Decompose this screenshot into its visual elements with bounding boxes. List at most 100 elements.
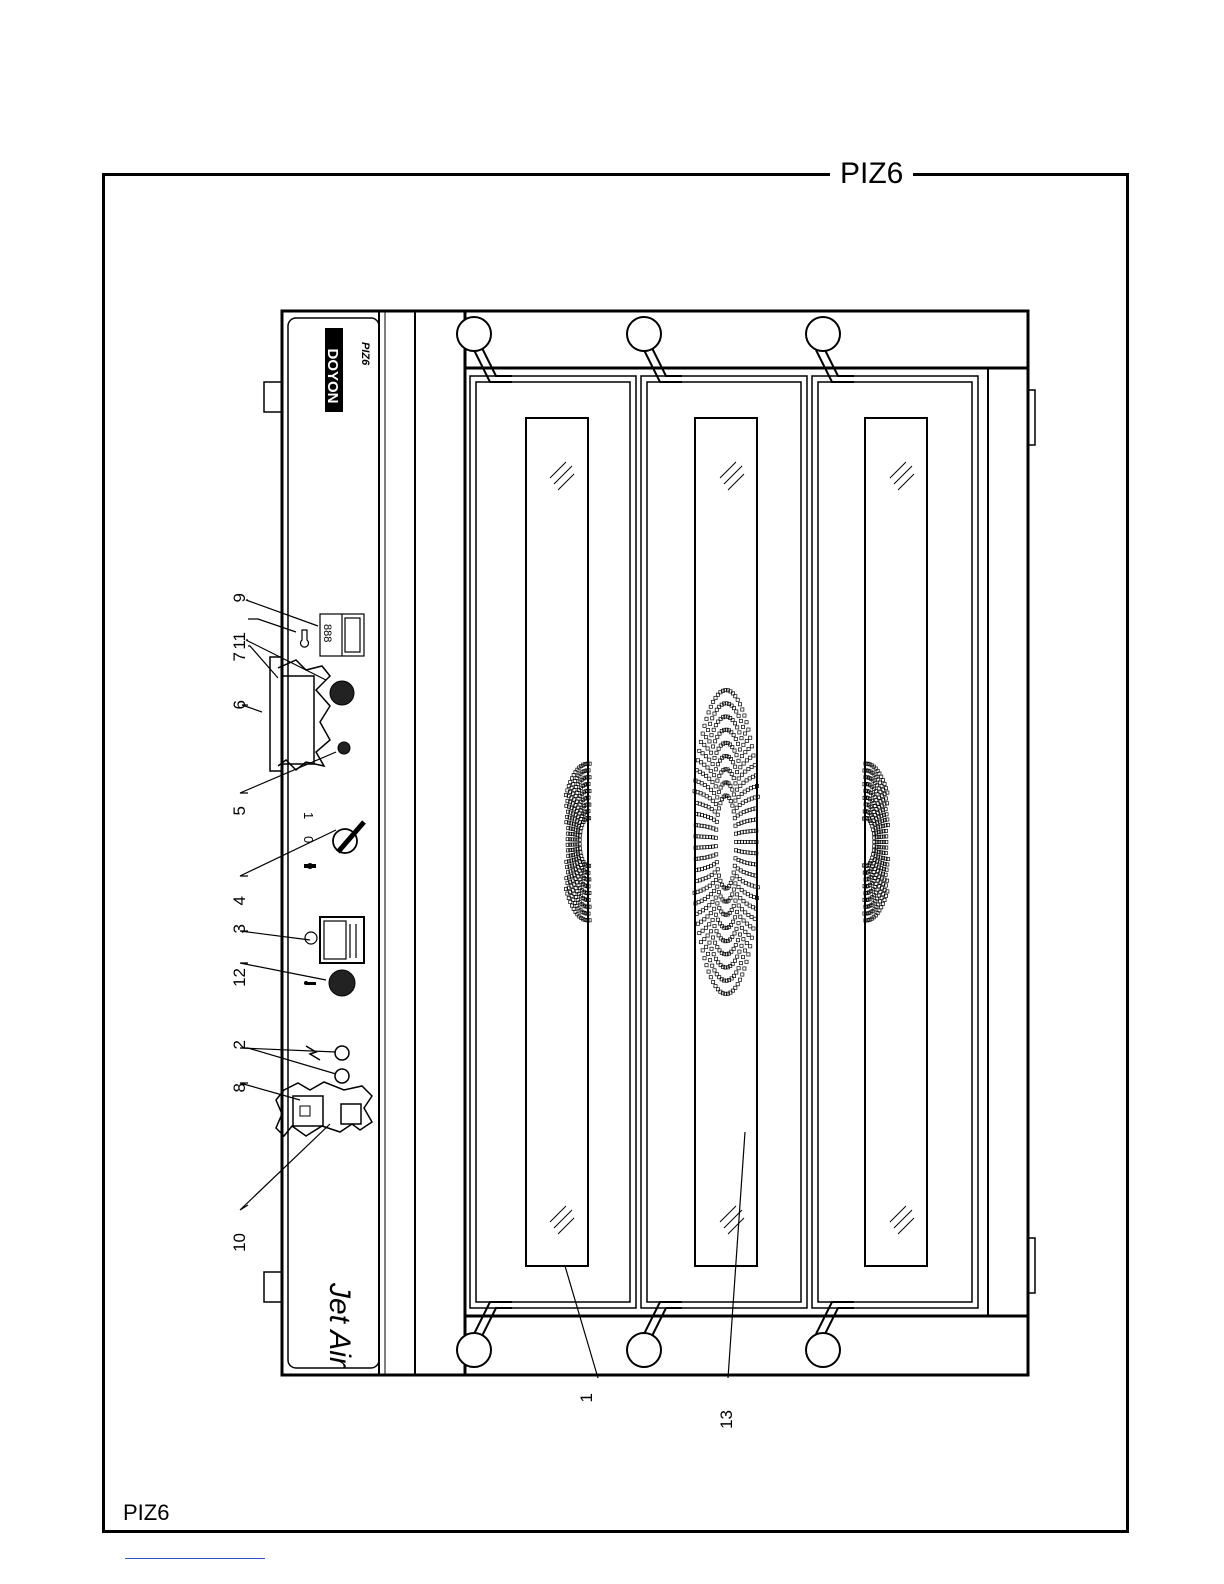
grille-hole <box>745 960 748 963</box>
grille-hole <box>745 779 748 782</box>
grille-hole <box>714 724 717 727</box>
grille-hole <box>711 762 714 765</box>
thermostat-dial-icon <box>329 970 355 996</box>
controller-digits: 888 <box>321 624 333 642</box>
callout-leaders <box>240 600 745 1378</box>
grille-hole <box>714 768 717 771</box>
grille-hole <box>739 719 742 722</box>
grille-hole <box>708 758 711 761</box>
grille-hole <box>706 895 709 898</box>
grille-hole <box>716 763 719 766</box>
grille-hole <box>717 874 720 877</box>
grille-hole <box>716 902 719 905</box>
grille-hole <box>711 918 714 921</box>
grille-hole <box>720 910 723 913</box>
grille-hole <box>700 761 703 764</box>
grille-hole <box>716 813 719 816</box>
grille-hole <box>701 909 704 912</box>
grille-hole <box>736 955 739 958</box>
grille-hole <box>727 926 730 929</box>
grille-hole <box>696 922 699 925</box>
grille-hole <box>738 978 741 981</box>
grille-hole <box>739 784 742 787</box>
grille-hole <box>709 722 712 725</box>
grille-hole <box>709 705 712 708</box>
grille-hole <box>731 877 734 880</box>
grille-hole <box>697 901 700 904</box>
brand-logo: DOYON <box>324 328 343 412</box>
grille-hole <box>742 938 745 941</box>
grille-hole <box>741 708 744 711</box>
grille-hole <box>705 945 708 948</box>
grille-hole <box>738 703 741 706</box>
grille-hole <box>708 923 711 926</box>
grille-hole <box>734 799 737 802</box>
grille-hole <box>741 973 744 976</box>
grille-hole <box>714 913 717 916</box>
grille-hole <box>697 780 700 783</box>
grille-hole <box>735 771 738 774</box>
grille-hole <box>749 925 752 928</box>
grille-hole <box>745 941 748 944</box>
grille-hole <box>747 953 750 956</box>
grille-hole <box>716 885 719 888</box>
grille-hole <box>744 930 747 933</box>
indicator-light-icon <box>330 681 354 705</box>
grille-hole <box>709 976 712 979</box>
grille-hole <box>735 710 738 713</box>
grille-hole <box>696 759 699 762</box>
callout-11: 11 <box>230 632 249 650</box>
grille-hole <box>729 800 732 803</box>
grille-hole <box>722 912 725 915</box>
grille-hole <box>745 759 748 762</box>
grille-hole <box>713 792 716 795</box>
grille-hole <box>707 711 710 714</box>
callout-10: 10 <box>230 1233 249 1252</box>
grille-hole <box>714 740 717 743</box>
clock-icon <box>305 932 317 944</box>
grille-hole <box>745 721 748 724</box>
grille-hole <box>709 751 712 754</box>
callout-12: 12 <box>230 968 249 987</box>
grille-hole <box>706 729 709 732</box>
grille-hole <box>708 740 711 743</box>
fan-grilles <box>564 689 889 996</box>
grille-hole <box>738 950 741 953</box>
grille-hole <box>738 731 741 734</box>
grille-hole <box>746 788 749 791</box>
grille-hole <box>705 907 708 910</box>
grille-hole <box>713 969 716 972</box>
grille-hole <box>708 777 711 780</box>
grille-hole <box>720 771 723 774</box>
callout-6: 6 <box>230 700 249 709</box>
grille-hole <box>718 907 721 910</box>
grille-hole <box>740 926 743 929</box>
grille-hole <box>741 725 744 728</box>
grille-hole <box>703 763 706 766</box>
grille-hole <box>732 904 735 907</box>
grille-hole <box>703 918 706 921</box>
grille-hole <box>741 956 744 959</box>
callout-5: 5 <box>230 806 249 815</box>
grille-hole <box>733 932 736 935</box>
grille-hole <box>729 757 732 760</box>
grille-hole <box>729 923 732 926</box>
grille-hole <box>713 774 716 777</box>
grille-hole <box>700 782 703 785</box>
grille-hole <box>711 964 714 967</box>
grille-hole <box>700 899 703 902</box>
grille-hole <box>716 918 719 921</box>
switch-off-label: 0 <box>301 836 316 843</box>
thermometer-icon <box>301 630 309 647</box>
grille-hole <box>698 911 701 914</box>
grille-hole <box>735 754 738 757</box>
grille-hole <box>737 759 740 762</box>
callout-4: 4 <box>230 896 249 905</box>
grille-hole <box>737 795 740 798</box>
grille-hole <box>701 772 704 775</box>
lightning-icon <box>306 1046 320 1060</box>
grille-hole <box>719 879 722 882</box>
grille-hole <box>703 724 706 727</box>
grille-hole <box>737 967 740 970</box>
grille-hole <box>714 878 717 881</box>
